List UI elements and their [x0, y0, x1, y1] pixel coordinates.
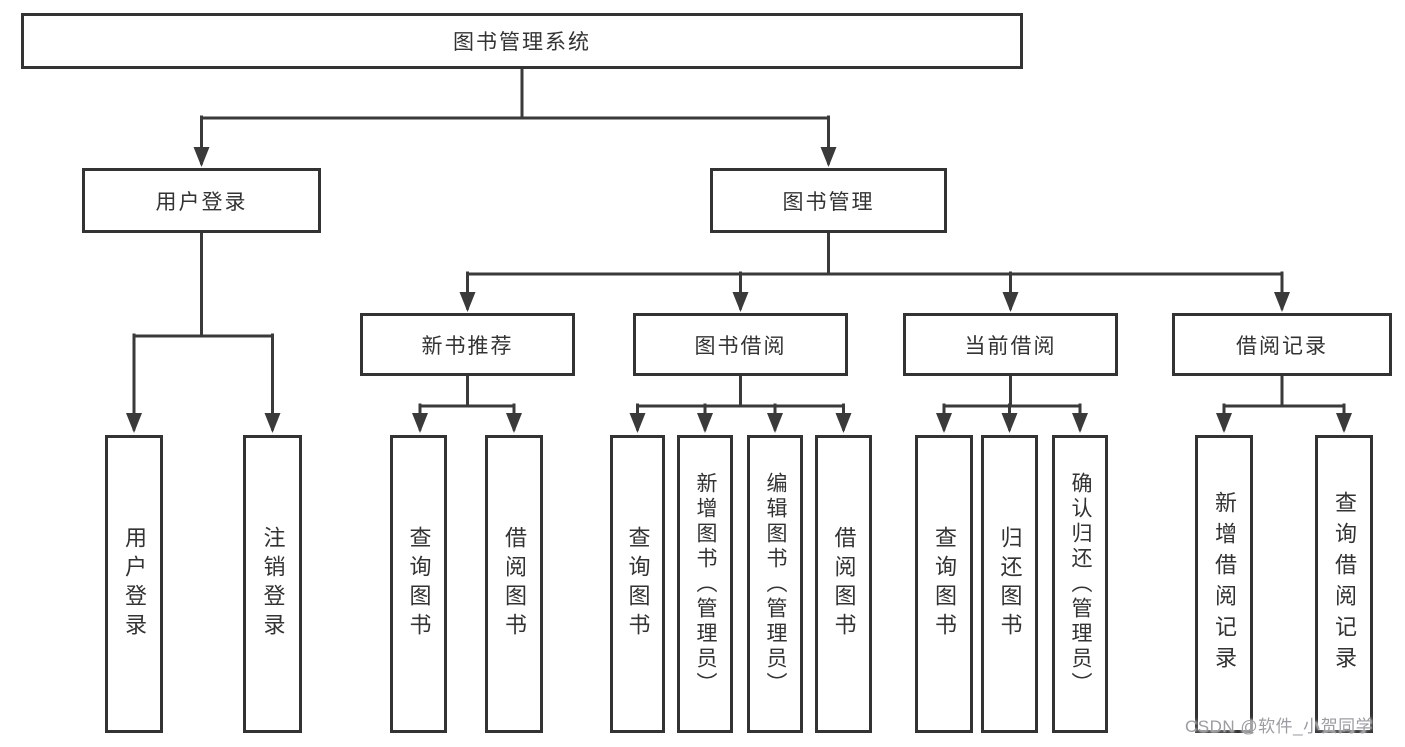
node-root: 图书管理系统 [21, 13, 1023, 69]
leaf-borrow-edit-book-admin: 编辑图书（管理员） [747, 435, 803, 733]
leaf-logout: 注销登录 [243, 435, 302, 733]
node-book-manage: 图书管理 [710, 168, 947, 233]
leaf-recommend-borrow-book: 借阅图书 [485, 435, 543, 733]
leaf-records-add-record: 新增借阅记录 [1195, 435, 1253, 733]
node-borrow-records: 借阅记录 [1172, 313, 1392, 376]
leaf-borrow-query-book: 查询图书 [610, 435, 665, 733]
node-current-borrow: 当前借阅 [903, 313, 1118, 376]
leaf-current-confirm-return-admin: 确认归还（管理员） [1052, 435, 1108, 733]
leaf-recommend-query-book: 查询图书 [390, 435, 447, 733]
leaf-current-return-book: 归还图书 [981, 435, 1038, 733]
node-book-borrow: 图书借阅 [633, 313, 848, 376]
watermark-csdn: CSDN @软件_小贺同学 [1185, 717, 1374, 736]
node-user-login: 用户登录 [82, 168, 321, 233]
leaf-user-login: 用户登录 [105, 435, 163, 733]
node-new-book-recommend: 新书推荐 [360, 313, 575, 376]
leaf-current-query-book: 查询图书 [915, 435, 973, 733]
leaf-borrow-borrow-book: 借阅图书 [815, 435, 872, 733]
leaf-borrow-add-book-admin: 新增图书（管理员） [677, 435, 733, 733]
leaf-records-query-record: 查询借阅记录 [1315, 435, 1373, 733]
